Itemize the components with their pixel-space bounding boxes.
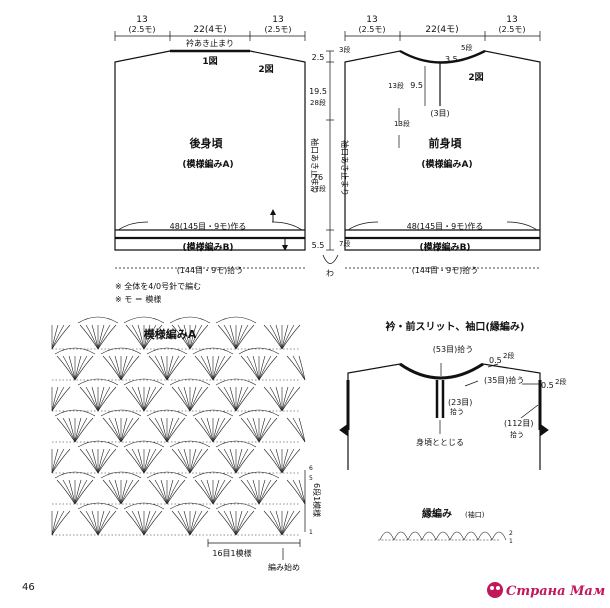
front-slit-base: (3目) [430,109,449,118]
front-side-rows: 13段 [394,119,410,128]
back-body-labels: 13 (2.5モ) 22(4モ) 13 (2.5モ) 衿あき止まり 1図 2図 … [129,15,292,275]
collar-sleeve-pickup-sub: 拾う [510,430,524,439]
back-foundation: 48(145目・9モ)作る [170,221,247,231]
dim-neck-depth: 2.5 [312,53,325,62]
front-band: (模様編みB) [419,241,470,253]
edging-tick-1: 1 [509,538,513,545]
front-neck-rows: 5段 [461,43,472,52]
back-fig1: 1図 [202,56,217,67]
collar-shoulder-rows-sub: 2段 [555,377,566,386]
collar-neck-rows-sub: 2段 [503,351,514,360]
front-body-labels: 13 (2.5モ) 22(4モ) 13 (2.5モ) 3.5 5段 9.5 13… [310,15,525,275]
edging-tick-2: 2 [509,530,513,537]
collar-labels: (53目)拾う 0.5 2段 (23目) 拾う (35目)拾う 0.5 2段 身… [416,344,566,447]
collar-slit-pickup: (23目) [448,398,472,407]
collar-sleeve-pickup: (112目) [504,419,534,428]
front-slit-length: 9.5 [410,81,423,90]
front-width-left: 13 [366,15,377,25]
page-number: 46 [22,582,35,593]
back-width-mid: 22(4モ) [193,25,226,35]
dim-neck-rows: 3段 [339,45,350,54]
pattern-a-repeat-rows: 6段1模様 [312,483,322,517]
back-body-diagram [114,31,306,269]
front-width-left-sub: (2.5モ) [359,25,386,34]
back-width-right-sub: (2.5モ) [265,25,292,34]
edging-title: 縁編み [422,507,452,520]
front-foundation: 48(145目・9モ)作る [407,221,484,231]
front-slit-rows: 13段 [388,81,404,90]
pattern-a-annotations [207,470,306,560]
back-pattern: (模様編みA) [182,158,233,170]
pattern-a-tick-1: 1 [309,529,313,536]
collar-shoulder-pickup: (35目)拾う [484,375,524,385]
pattern-a-title: 模様編みA [144,327,197,341]
collar-diagram [339,362,549,470]
back-fig2: 2図 [258,64,273,75]
back-width-right: 13 [272,15,283,25]
note-1: ※ 全体を4/0号針で編む [115,281,201,291]
center-dimensions [322,50,339,264]
pattern-a-repeat-sts: 16目1模様 [212,548,251,558]
collar-neck-pickup: (53目)拾う [433,344,473,354]
front-pattern: (模様編みA) [421,158,472,170]
front-width-mid: 22(4モ) [425,25,458,35]
pattern-a-start: 編み始め [268,562,300,572]
wa-mark: わ [326,269,334,278]
notes: ※ 全体を4/0号針で編む ※ モ ＝ 模様 [115,281,201,304]
watermark: Страна Мам [487,582,605,599]
pattern-a-labels: 6 5 1 6段1模様 16目1模様 編み始め [212,465,322,572]
front-width-right: 13 [506,15,517,25]
back-width-left-sub: (2.5モ) [129,25,156,34]
front-width-right-sub: (2.5モ) [499,25,526,34]
note-2: ※ モ ＝ 模様 [115,294,161,304]
collar-slit-pickup-sub: 拾う [450,407,464,416]
edging-chart [378,531,507,541]
dim-body: 26 [313,173,323,182]
back-band: (模様編みB) [182,241,233,253]
front-pickup: (144目・9モ)拾う [412,265,479,275]
collar-neck-rows: 0.5 [489,356,502,365]
back-neck-label: 衿あき止まり [186,38,234,48]
dim-body-rows: 37段 [310,184,326,193]
pattern-a-chart [51,316,306,536]
collar-title: 衿・前スリット、袖口(縁編み) [386,320,525,333]
front-neck-depth: 3.5 [445,55,458,64]
front-title: 前身頃 [429,136,463,150]
collar-join-label: 身頃ととじる [416,437,464,447]
front-body-diagram [344,31,541,269]
dim-armhole: 19.5 [309,87,327,96]
collar-shoulder-rows: 0.5 [541,381,554,390]
pattern-a-tick-5: 5 [309,475,313,482]
back-pickup: (144目・9モ)拾う [177,265,244,275]
edging-title-sub: (袖口) [465,510,485,519]
watermark-text: Страна Мам [506,584,605,599]
pattern-a-tick-6: 6 [309,465,313,472]
front-fig2: 2図 [468,72,483,83]
armhole-stop-label-left: 袖口あき止まり [310,138,320,194]
edging-labels: 2 1 [509,530,513,545]
back-title: 後身頃 [190,136,224,150]
back-width-left: 13 [136,15,147,25]
dim-armhole-rows: 28段 [310,98,326,107]
dim-band: 5.5 [312,241,325,250]
